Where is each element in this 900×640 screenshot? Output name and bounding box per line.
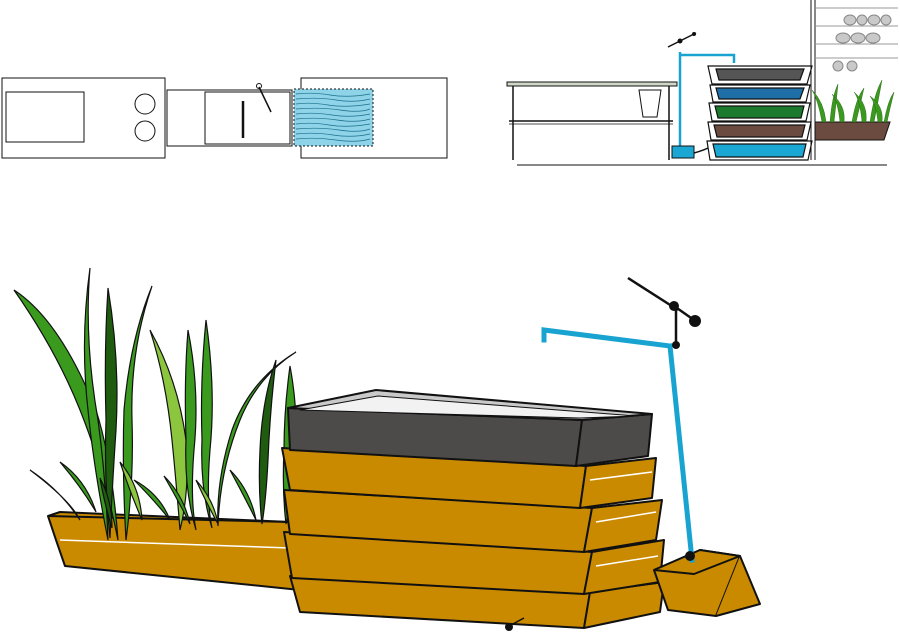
side-elevation	[506, 0, 898, 166]
plan-tray-inner	[204, 91, 291, 145]
tray-stack-icon	[281, 389, 665, 629]
pump-knob-icon	[689, 315, 701, 327]
elev-shelf	[810, 0, 898, 160]
plan-counter	[1, 77, 166, 159]
pump-knob-icon	[672, 341, 680, 349]
pump-stand-icon	[541, 276, 761, 617]
drain-valve-icon	[505, 617, 525, 631]
pump-pipe	[541, 327, 695, 563]
elev-tray-stack	[706, 65, 813, 161]
plan-view	[1, 77, 448, 159]
tray-level-3	[283, 489, 663, 553]
plan-water-tank	[293, 88, 374, 147]
plan-tray-frame	[166, 89, 293, 147]
elev-table	[506, 81, 678, 160]
elev-bucket	[638, 89, 662, 118]
pump-arm	[627, 276, 695, 348]
reservoir-top-tray	[287, 389, 653, 467]
plan-burner-icon	[134, 93, 156, 115]
elev-plant-cluster-icon	[811, 79, 895, 123]
pump-foot-icon	[685, 551, 695, 561]
plan-water-texture	[295, 92, 371, 142]
plant-cluster-icon	[13, 267, 297, 541]
elev-planter	[811, 79, 895, 141]
pump-knob-icon	[669, 301, 679, 311]
plan-pump-arm	[258, 86, 272, 113]
plan-sink-basin	[5, 91, 85, 143]
pump-base	[653, 549, 761, 617]
plan-pump-knob-icon	[256, 83, 262, 89]
elev-dishes-icon	[832, 14, 892, 72]
perspective-view	[13, 267, 761, 631]
plan-burner-icon	[134, 120, 156, 142]
